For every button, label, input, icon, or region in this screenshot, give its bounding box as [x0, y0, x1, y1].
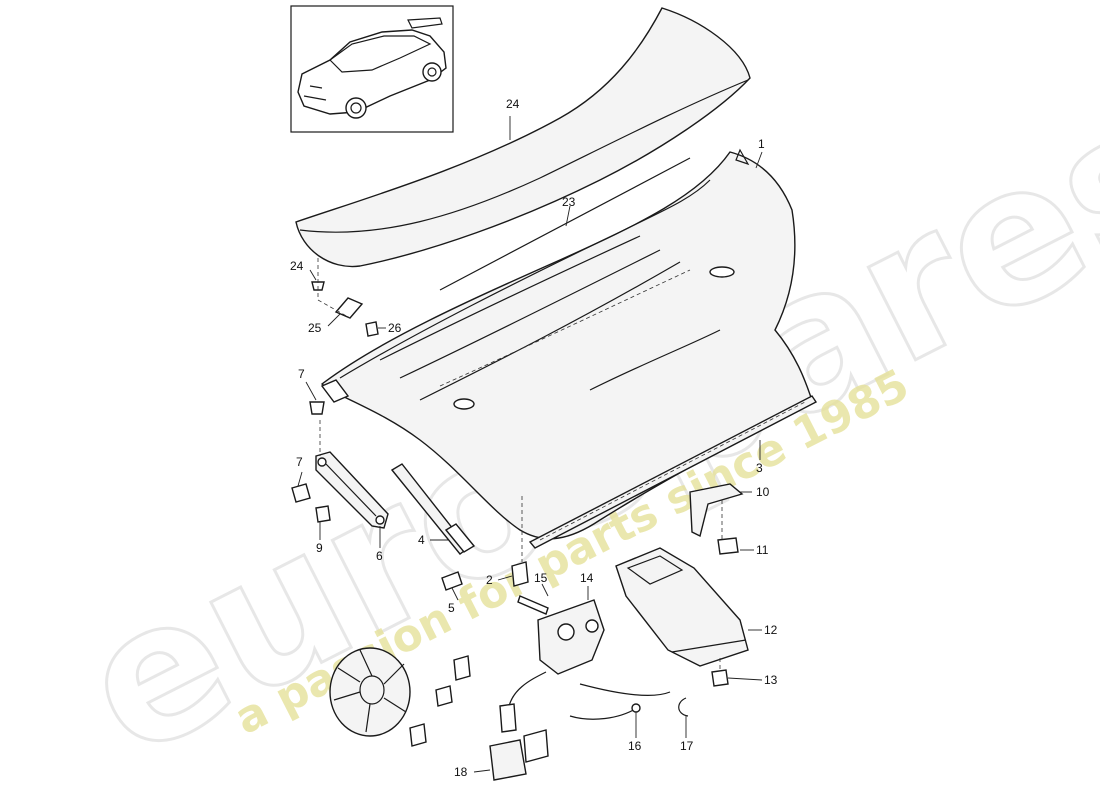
callout-9: 9: [316, 541, 323, 555]
air-duct: [615, 547, 749, 687]
callout-17: 17: [680, 739, 694, 753]
callout-4: 4: [418, 533, 425, 547]
callouts: 24 1 23 24 25 26 7 7 9 6 4 5 2 3 10 11 1…: [290, 97, 778, 779]
rear-lid: [320, 148, 813, 540]
callout-16: 16: [628, 739, 642, 753]
gas-strut: [390, 463, 476, 555]
callout-7: 7: [296, 455, 303, 469]
callout-12: 12: [764, 623, 778, 637]
fasteners: [291, 483, 529, 591]
cooling-fan: [329, 647, 471, 747]
callout-25: 25: [308, 321, 322, 335]
callout-13: 13: [764, 673, 778, 687]
callout-24-wing: 24: [506, 97, 520, 111]
release-cable: [489, 671, 689, 781]
callout-24-bolt: 24: [290, 259, 304, 273]
callout-5: 5: [448, 601, 455, 615]
callout-8: 7: [298, 367, 305, 381]
callout-6: 6: [376, 549, 383, 563]
callout-11: 11: [756, 543, 769, 557]
callout-18: 18: [454, 765, 468, 779]
car-icon: [297, 17, 447, 119]
vehicle-thumbnail: [290, 5, 454, 133]
callout-23: 23: [562, 195, 576, 209]
callout-10: 10: [756, 485, 770, 499]
leader-lines: [297, 116, 763, 773]
callout-1: 1: [758, 137, 765, 151]
hinge-bracket-upper: [311, 281, 379, 337]
callout-3: 3: [756, 461, 763, 475]
latch-bracket: [689, 483, 744, 555]
callout-2: 2: [486, 573, 493, 587]
rear-spoiler-wing: [295, 7, 751, 268]
callout-14: 14: [580, 571, 594, 585]
seal-strip: [528, 395, 818, 549]
hinge-arm: [309, 379, 389, 529]
lid-lock: [517, 595, 605, 675]
callout-15: 15: [534, 571, 548, 585]
callout-26: 26: [388, 321, 402, 335]
